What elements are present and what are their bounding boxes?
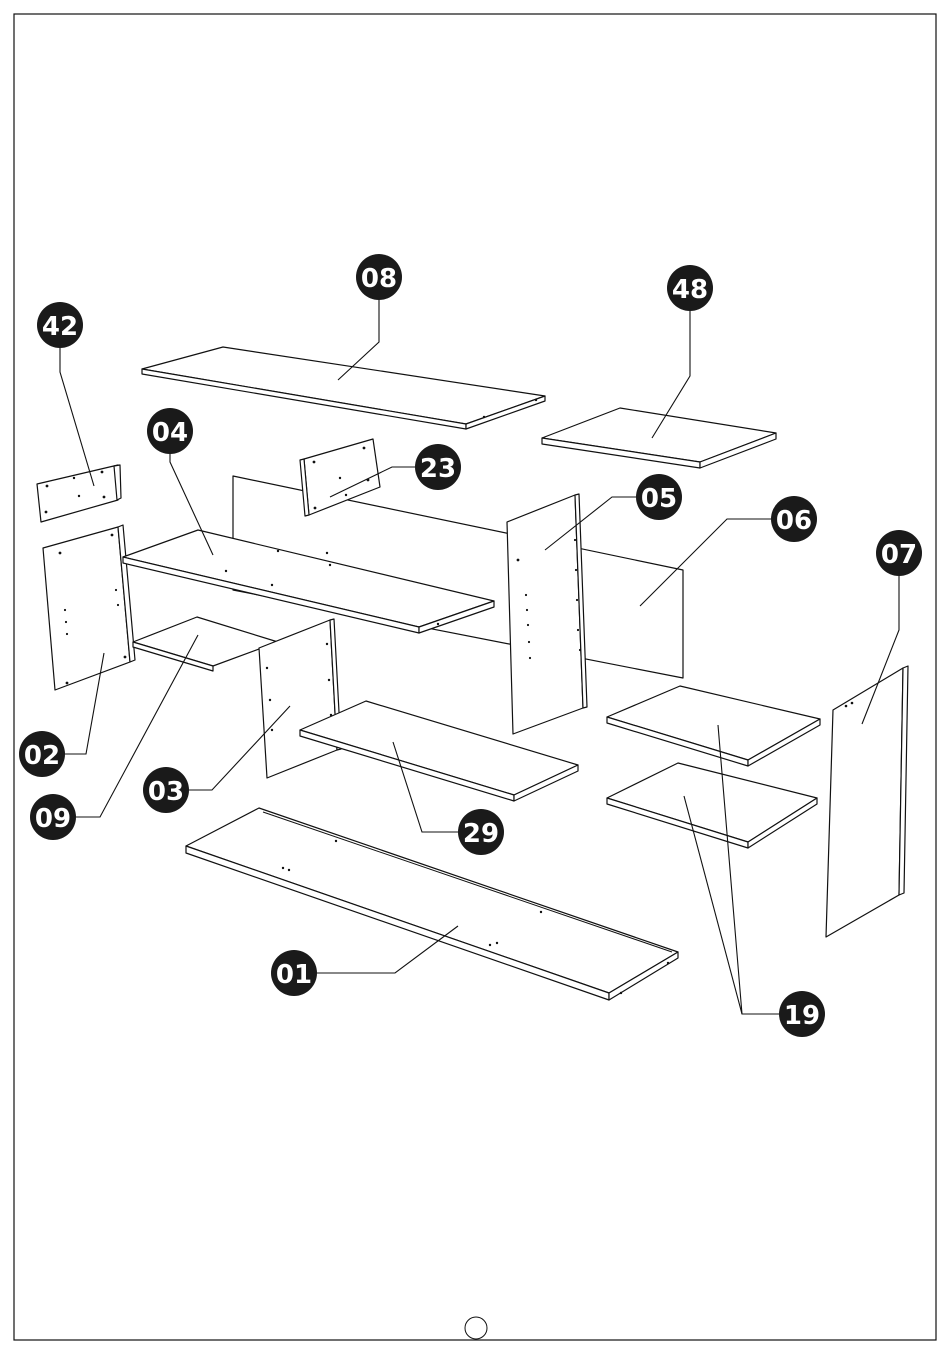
callout-19: 19 — [779, 991, 825, 1037]
callout-29: 29 — [458, 809, 504, 855]
callout-09: 09 — [30, 794, 76, 840]
callout-01: 01 — [271, 950, 317, 996]
svg-text:48: 48 — [672, 275, 708, 305]
svg-text:05: 05 — [641, 484, 677, 514]
callout-05: 05 — [636, 474, 682, 520]
callout-07: 07 — [876, 530, 922, 576]
callout-08: 08 — [356, 254, 402, 300]
svg-text:42: 42 — [42, 312, 78, 342]
part-07-right-side-panel — [826, 666, 908, 937]
part-19-shelf-lower — [607, 763, 817, 848]
page-number-circle — [465, 1317, 487, 1339]
svg-text:03: 03 — [148, 777, 184, 807]
svg-text:07: 07 — [881, 540, 917, 570]
part-19-shelf-upper — [607, 686, 820, 766]
callout-04: 04 — [147, 408, 193, 454]
part-42-bracket — [37, 465, 121, 522]
svg-text:06: 06 — [776, 506, 812, 536]
part-01-base-panel — [186, 808, 678, 1000]
svg-text:01: 01 — [276, 960, 312, 990]
svg-text:29: 29 — [463, 819, 499, 849]
callout-02: 02 — [19, 731, 65, 777]
svg-text:04: 04 — [152, 418, 188, 448]
svg-text:09: 09 — [35, 804, 71, 834]
svg-text:23: 23 — [420, 454, 456, 484]
callout-23: 23 — [415, 444, 461, 490]
part-03-divider-panel — [259, 619, 341, 778]
part-09-small-shelf — [133, 617, 278, 671]
callout-42: 42 — [37, 302, 83, 348]
page-frame — [14, 14, 936, 1340]
part-08-top-panel — [142, 347, 545, 429]
svg-text:08: 08 — [361, 264, 397, 294]
part-05-divider-panel — [507, 494, 587, 734]
svg-text:02: 02 — [24, 741, 60, 771]
part-02-left-side-panel — [43, 525, 135, 690]
callout-48: 48 — [667, 265, 713, 311]
svg-text:19: 19 — [784, 1001, 820, 1031]
part-48-shelf-panel — [542, 408, 776, 468]
callout-06: 06 — [771, 496, 817, 542]
callout-03: 03 — [143, 767, 189, 813]
